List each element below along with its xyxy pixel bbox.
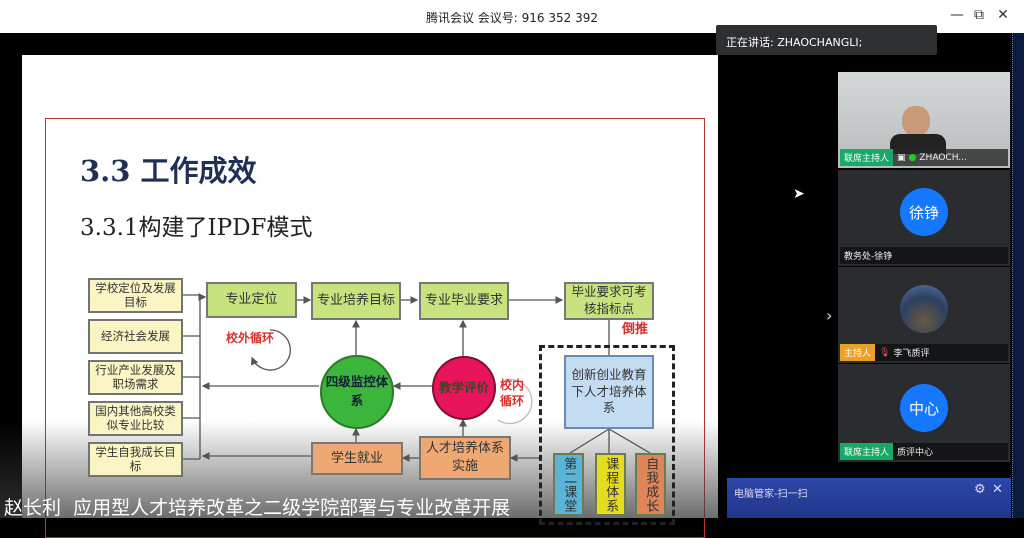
cohost-tag: 联席主持人: [840, 149, 894, 166]
screen-share-icon: ▣: [897, 152, 906, 163]
participant-label: 联席主持人 ▣ ● ZHAOCH...: [840, 149, 1008, 166]
live-subtitle: 赵长利 应用型人才培养改革之二级学院部署与专业改革开展: [4, 497, 511, 519]
evaluation-circle: 教学评价: [432, 356, 496, 420]
inner-loop-label: 校内循环: [500, 378, 525, 408]
participant-tile[interactable]: 联席主持人 ▣ ● ZHAOCH...: [838, 72, 1010, 168]
popup-title: 电脑管家-扫一扫: [734, 489, 808, 500]
reverse-label: 倒推: [622, 322, 649, 337]
sub-system-box: 第二课堂: [553, 453, 584, 516]
participant-tile[interactable]: 中心 联席主持人 质评中心: [838, 364, 1010, 462]
flow-box: 专业培养目标: [311, 282, 401, 320]
input-box: 学校定位及发展目标: [88, 278, 183, 313]
sub-system-box: 自我成长: [635, 453, 666, 516]
settings-gear-icon[interactable]: ⚙: [974, 482, 986, 497]
collapse-panel-chevron-icon[interactable]: ›: [826, 306, 833, 325]
close-button[interactable]: ✕: [997, 7, 1009, 23]
input-box: 国内其他高校类似专业比较: [88, 401, 183, 436]
desktop-edge: [1012, 33, 1024, 518]
avatar: 中心: [900, 384, 948, 432]
input-box: 行业产业发展及职场需求: [88, 360, 183, 395]
minimize-button[interactable]: —: [950, 7, 964, 23]
implementation-box: 人才培养体系实施: [419, 436, 511, 480]
flow-box: 毕业要求可考核指标点: [564, 282, 654, 320]
participant-tile[interactable]: 徐铮 教务处-徐铮: [838, 170, 1010, 266]
flow-box: 专业毕业要求: [419, 282, 509, 320]
monitor-circle: 四级监控体系: [320, 355, 394, 429]
restore-button[interactable]: ⧉: [974, 7, 984, 23]
participant-name: ZHAOCH...: [919, 152, 967, 163]
flow-box: 专业定位: [206, 282, 297, 318]
video-person: [902, 106, 930, 136]
window-title: 腾讯会议 会议号: 916 352 392: [425, 11, 598, 25]
avatar: [900, 285, 948, 333]
employment-box: 学生就业: [311, 442, 403, 475]
innovation-box: 创新创业教育下人才培养体系: [564, 355, 654, 429]
microphone-muted-icon: 🎙: [879, 347, 891, 358]
speaking-indicator: 正在讲话: ZHAOCHANGLI;: [716, 25, 937, 55]
pc-manager-popup: 电脑管家-扫一扫 ⚙ ✕: [727, 478, 1011, 518]
slide-heading: 3.3 工作成效: [80, 154, 257, 188]
participant-name: 李飞质评: [893, 349, 930, 359]
participant-name: 教务处-徐铮: [844, 252, 893, 262]
cohost-tag: 联席主持人: [840, 443, 894, 460]
participant-name: 质评中心: [897, 448, 934, 458]
participant-label: 联席主持人 质评中心: [840, 443, 1008, 460]
input-box: 学生自我成长目标: [88, 442, 183, 477]
popup-close-icon[interactable]: ✕: [992, 482, 1003, 497]
host-tag: 主持人: [840, 344, 876, 361]
participant-tile[interactable]: 主持人 🎙 李飞质评: [838, 267, 1010, 363]
participant-label: 主持人 🎙 李飞质评: [840, 344, 1008, 361]
mouse-cursor-icon: ➤: [793, 186, 805, 202]
participant-label: 教务处-徐铮: [840, 247, 1008, 264]
avatar: 徐铮: [900, 188, 948, 236]
slide-subheading: 3.3.1构建了IPDF模式: [80, 215, 313, 241]
title-bar: 腾讯会议 会议号: 916 352 392 — ⧉ ✕: [0, 0, 1024, 33]
outer-loop-label: 校外循环: [226, 331, 275, 345]
sub-system-box: 课程体系: [595, 453, 626, 516]
diagram-connectors: [183, 293, 651, 462]
microphone-icon: ●: [908, 152, 917, 163]
input-box: 经济社会发展: [88, 319, 183, 354]
